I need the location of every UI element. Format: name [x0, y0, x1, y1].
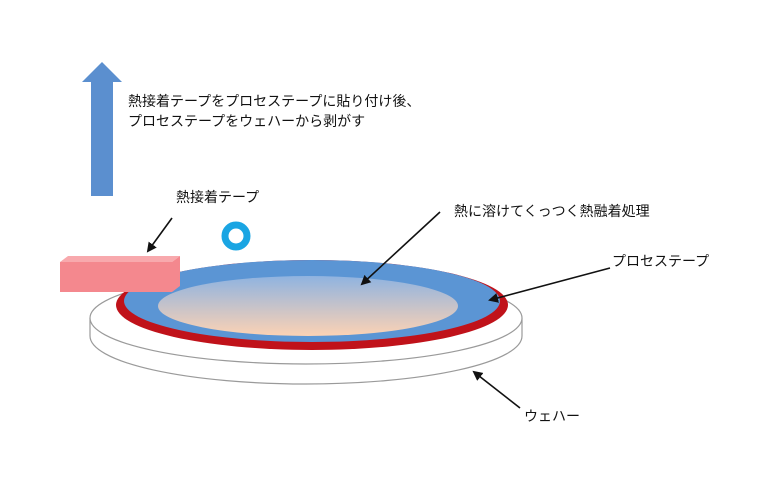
thermal-tape-label: 熱接着テープ: [176, 190, 260, 206]
pointer-arrow-thermal-tape: [146, 217, 173, 253]
pointer-arrow-heat-fusion: [360, 211, 441, 286]
instruction-line-1: 熱接着テープをプロセステープに貼り付け後、: [128, 94, 421, 110]
thermal-adhesive-tape: [60, 256, 180, 292]
heat-fusion-label: 熱に溶けてくっつく熱融着処理: [454, 204, 650, 220]
heat-fusion-area: [158, 276, 458, 336]
up-arrow-icon: [82, 62, 122, 196]
wafer-label: ウェハー: [524, 409, 580, 425]
pointer-arrow-wafer: [472, 370, 521, 409]
pointer-arrow-process-tape: [488, 267, 611, 303]
heat-ring-icon: [221, 221, 251, 251]
instruction-line-2: プロセステープをウェハーから剥がす: [128, 114, 366, 130]
instruction-text: 熱接着テープをプロセステープに貼り付け後、 プロセステープをウェハーから剥がす: [128, 92, 420, 132]
process-tape-label: プロセステープ: [612, 254, 710, 270]
